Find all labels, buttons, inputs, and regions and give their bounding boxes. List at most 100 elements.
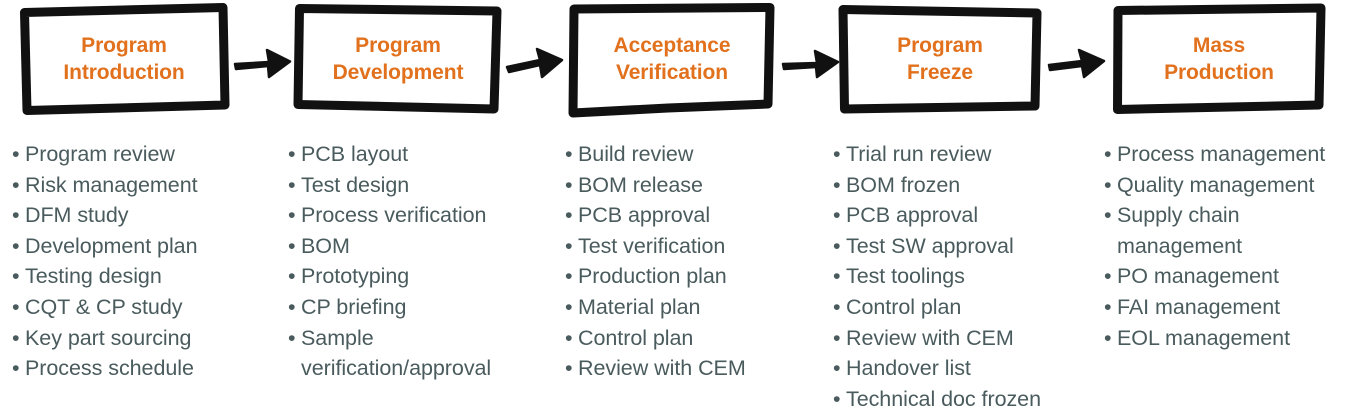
stage-box-program-introduction[interactable]: Program Introduction (20, 3, 230, 115)
bullet-dot-icon: • (288, 142, 296, 166)
list-item: •CQT & CP study (12, 292, 282, 323)
bullet-dot-icon: • (1104, 325, 1112, 350)
list-item: •DFM study (12, 200, 282, 231)
bullet-dot-icon: • (565, 325, 573, 350)
list-item-label: BOM frozen (846, 172, 961, 197)
list-item-label: Control plan (846, 294, 962, 319)
list-item: •BOM release (565, 170, 831, 201)
list-item: •Review with CEM (565, 353, 831, 384)
list-item-label: Quality management (1117, 172, 1315, 197)
list-item: •Risk management (12, 170, 282, 201)
bullet-dot-icon: • (1104, 142, 1112, 166)
list-item: •Process verification (288, 200, 556, 231)
bullet-dot-icon: • (12, 264, 20, 289)
bullet-dot-icon: • (833, 203, 841, 228)
bullet-dot-icon: • (565, 142, 573, 166)
bullet-dot-icon: • (565, 356, 573, 381)
list-item: •Testing design (12, 261, 282, 292)
box-outline-hand-drawn (568, 3, 775, 118)
list-item-label: FAI management (1117, 294, 1281, 319)
list-item: •Program review (12, 139, 282, 170)
list-item-label: Supply chain management (1117, 203, 1242, 258)
list-item: •Test SW approval (833, 231, 1103, 262)
bullet-list-program-development: •PCB layout•Test design•Process verifica… (288, 139, 556, 384)
arrow-right-icon (781, 49, 840, 79)
list-item: •Control plan (833, 292, 1103, 323)
list-item-label: Key part sourcing (25, 325, 192, 350)
list-item-label: CQT & CP study (25, 294, 183, 319)
box-outline-hand-drawn (20, 3, 230, 115)
bullet-list-mass-production: •Process management•Quality management•S… (1104, 139, 1362, 353)
list-item-label: PCB approval (578, 203, 711, 228)
list-item: •EOL management (1104, 323, 1362, 354)
list-item-label: Prototyping (301, 264, 410, 289)
bullet-dot-icon: • (288, 203, 296, 228)
list-item: •FAI management (1104, 292, 1362, 323)
list-item-label: Process verification (301, 203, 487, 228)
list-item-label: Material plan (578, 294, 701, 319)
list-item: •Development plan (12, 231, 282, 262)
bullet-dot-icon: • (833, 233, 841, 258)
stage-box-program-freeze[interactable]: Program Freeze (838, 5, 1042, 114)
list-item-label: Sample verification/approval (301, 325, 492, 381)
list-item-label: DFM study (25, 203, 129, 228)
bullet-list-program-introduction: •Program review•Risk management•DFM stud… (12, 139, 282, 384)
list-item-label: BOM release (578, 172, 703, 197)
bullet-dot-icon: • (1104, 264, 1112, 289)
stage-box-acceptance-verification[interactable]: Acceptance Verification (568, 3, 776, 118)
bullet-dot-icon: • (1104, 294, 1112, 319)
bullet-dot-icon: • (565, 203, 573, 228)
list-item: •Handover list (833, 353, 1103, 384)
bullet-dot-icon: • (833, 386, 841, 411)
list-item-label: Program review (25, 142, 175, 166)
list-item: •Trial run review (833, 139, 1103, 170)
list-item: •PCB approval (833, 200, 1103, 231)
stage-box-mass-production[interactable]: Mass Production (1112, 3, 1326, 114)
bullet-dot-icon: • (12, 233, 20, 258)
bullet-dot-icon: • (833, 356, 841, 381)
bullet-dot-icon: • (833, 264, 841, 289)
list-item-label: PO management (1117, 264, 1279, 289)
list-item-label: Process schedule (25, 356, 194, 381)
bullet-dot-icon: • (565, 172, 573, 197)
list-item: •Test toolings (833, 261, 1103, 292)
bullet-dot-icon: • (288, 172, 296, 197)
list-item: •Technical doc frozen (833, 384, 1103, 415)
list-item: •Test design (288, 170, 556, 201)
list-item-label: Production plan (578, 264, 727, 289)
box-outline-hand-drawn (293, 4, 502, 114)
bullet-dot-icon: • (12, 356, 20, 381)
list-item: •Test verification (565, 231, 831, 262)
list-item: •BOM frozen (833, 170, 1103, 201)
bullet-dot-icon: • (833, 325, 841, 350)
arrow-right-icon (505, 47, 564, 79)
list-item-label: Process management (1117, 142, 1326, 166)
list-item: •PO management (1104, 261, 1362, 292)
stage-box-program-development[interactable]: Program Development (293, 4, 502, 114)
list-item: •Supply chain management (1104, 200, 1362, 261)
bullet-dot-icon: • (12, 172, 20, 197)
list-item-label: Test toolings (846, 264, 965, 289)
list-item-label: BOM (301, 233, 350, 258)
list-item: •Production plan (565, 261, 831, 292)
bullet-dot-icon: • (833, 142, 841, 166)
list-item-label: Risk management (25, 172, 198, 197)
list-item: •Sample verification/approval (288, 323, 556, 384)
list-item: •Prototyping (288, 261, 556, 292)
bullet-dot-icon: • (1104, 203, 1112, 228)
arrow-3 (781, 40, 840, 82)
list-item-label: Review with CEM (578, 356, 746, 381)
arrow-4 (1047, 40, 1106, 82)
arrow-right-icon (1047, 48, 1106, 79)
list-item-label: PCB approval (846, 203, 979, 228)
bullet-dot-icon: • (1104, 172, 1112, 197)
list-item-label: Development plan (25, 233, 198, 258)
list-item-label: Test design (301, 172, 410, 197)
bullet-dot-icon: • (288, 264, 296, 289)
list-item: •PCB layout (288, 139, 556, 170)
list-item-label: Trial run review (846, 142, 992, 166)
list-item-label: Control plan (578, 325, 694, 350)
bullet-dot-icon: • (12, 142, 20, 166)
list-item: •BOM (288, 231, 556, 262)
